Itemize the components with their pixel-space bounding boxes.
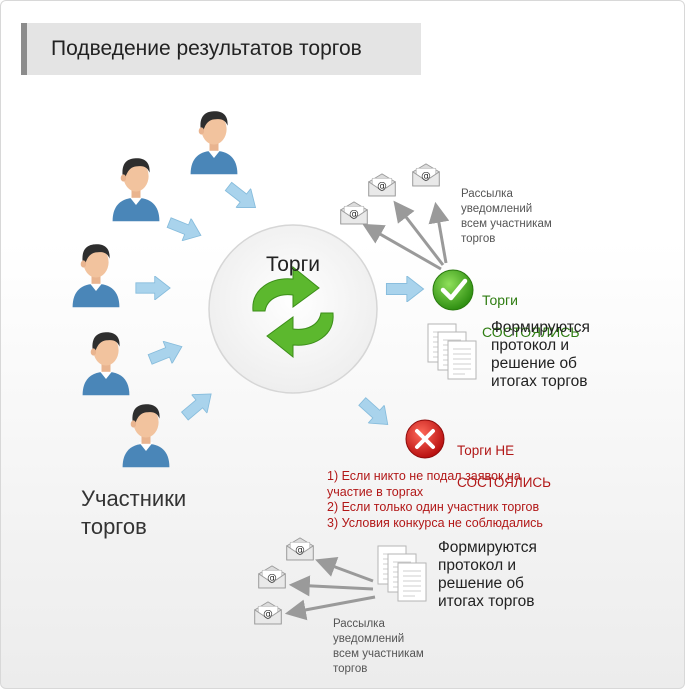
block-arrow — [145, 335, 187, 371]
refresh-cycle-icon — [252, 265, 334, 359]
envelope-at-icon — [340, 201, 368, 225]
success-label: Торги СОСТОЯЛИСЬ — [482, 276, 580, 356]
success-line2: СОСТОЯЛИСЬ — [482, 324, 580, 340]
check-circle-icon — [432, 269, 474, 311]
doc-note-top: Формируются протокол и решение об итогах… — [491, 319, 590, 390]
user-icon — [82, 332, 130, 396]
envelope-at-icon — [286, 537, 314, 561]
user-icon — [72, 244, 120, 308]
user-icon — [122, 404, 170, 468]
mail-arrows-bottom — [284, 556, 376, 621]
envelope-at-icon — [254, 601, 282, 625]
envelope-at-icon — [412, 163, 440, 187]
user-icon — [112, 158, 160, 222]
envelope-at-icon — [368, 173, 396, 197]
block-arrow — [220, 176, 264, 218]
envelope-at-icon — [258, 565, 286, 589]
page-title: Подведение результатов торгов — [51, 37, 362, 60]
hub-circle — [208, 224, 378, 394]
participants-label: Участники торгов — [81, 486, 187, 539]
x-circle-icon — [405, 419, 445, 459]
mail-note-top: Рассылка уведомлений всем участникам тор… — [461, 188, 552, 245]
failure-line2: СОСТОЯЛИСЬ — [457, 475, 552, 490]
block-arrow — [353, 392, 397, 434]
block-arrow — [164, 211, 206, 247]
block-arrow — [176, 384, 220, 426]
title-banner: Подведение результатов торгов — [21, 23, 421, 75]
mail-arrows-top — [362, 200, 450, 271]
user-icon — [190, 111, 238, 175]
failure-label: Торги НЕ СОСТОЯЛИСЬ — [457, 427, 551, 507]
doc-note-bottom: Формируются протокол и решение об итогах… — [438, 539, 537, 610]
block-arrow — [385, 276, 425, 302]
mail-note-bottom: Рассылка уведомлений всем участникам тор… — [333, 618, 424, 675]
success-line1: Торги — [482, 292, 518, 308]
block-arrow — [135, 276, 171, 300]
hub-label: Торги — [266, 253, 320, 276]
document-icon — [447, 340, 477, 380]
failure-reasons: 1) Если никто не подал заявок на участие… — [327, 469, 543, 530]
failure-line1: Торги НЕ — [457, 443, 515, 458]
document-icon — [397, 562, 427, 602]
